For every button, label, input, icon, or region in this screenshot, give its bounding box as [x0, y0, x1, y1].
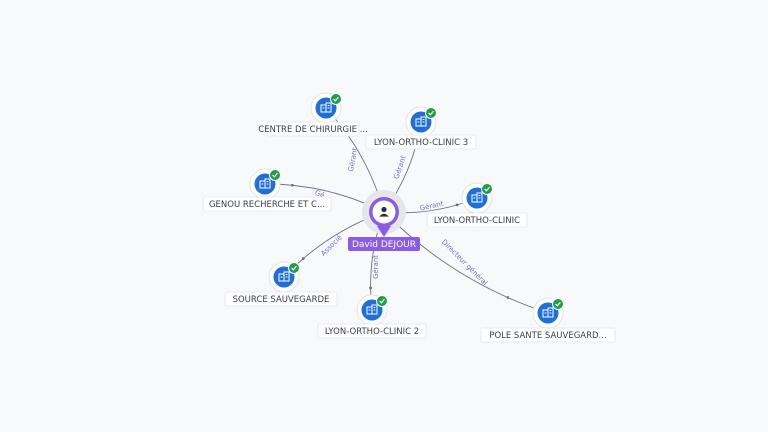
building-icon [366, 304, 378, 315]
company-label-bg [224, 291, 338, 307]
center-person-name: David DEJOUR [352, 240, 416, 250]
company-node[interactable]: LYON-ORTHO-CLINIC 3 [365, 106, 477, 150]
company-node[interactable]: LYON-ORTHO-CLINIC [426, 182, 528, 228]
nodes-layer: CENTRE DE CHIRURGIE ... LYON-ORTHO-CLINIC… [202, 92, 616, 343]
edge-relation-label: Gérant [393, 154, 408, 180]
edge-relation-label: Directeur général [440, 238, 489, 287]
center-person-node[interactable]: David DEJOUR [348, 190, 420, 251]
company-node[interactable]: GENOU RECHERCHE ET C... [202, 168, 332, 212]
edge-arrow-3 [506, 296, 510, 299]
company-node[interactable]: SOURCE SAUVEGARDE [224, 261, 338, 307]
edge-arrow-5 [301, 257, 305, 260]
company-name: LYON-ORTHO-CLINIC 3 [374, 138, 468, 148]
verified-check-icon [481, 183, 493, 195]
edge-3 [383, 211, 549, 314]
verified-check-icon [376, 295, 388, 307]
company-node[interactable]: CENTRE DE CHIRURGIE ... [258, 92, 368, 137]
building-icon [259, 178, 271, 189]
building-icon [542, 307, 554, 318]
company-label-bg [480, 327, 616, 343]
company-name: LYON-ORTHO-CLINIC 2 [325, 327, 419, 337]
verified-check-icon [552, 298, 564, 310]
verified-check-icon [269, 169, 281, 181]
edge-arrow-6 [290, 183, 294, 187]
building-icon [471, 192, 483, 203]
edge-arrow-2 [455, 203, 459, 207]
building-icon [278, 271, 290, 282]
company-name: SOURCE SAUVEGARDE [233, 295, 330, 305]
company-node[interactable]: POLE SANTE SAUVEGARD... [480, 297, 616, 343]
company-label-bg [365, 134, 477, 150]
edge-relation-label: Gérant [347, 147, 359, 172]
center-label-bg [348, 237, 420, 251]
company-label-bg [266, 121, 360, 137]
company-name: POLE SANTE SAUVEGARD... [489, 331, 606, 341]
verified-check-icon [288, 262, 300, 274]
building-icon [415, 116, 427, 127]
edge-relation-label: Gé [314, 189, 326, 200]
building-icon [320, 102, 332, 113]
person-icon [379, 206, 389, 217]
edge-arrow-4 [369, 286, 373, 290]
edge-relation-label: Gérant [372, 255, 380, 279]
company-name: CENTRE DE CHIRURGIE ... [258, 125, 368, 135]
company-label-bg [317, 323, 427, 339]
company-label-bg [426, 212, 528, 228]
company-name: GENOU RECHERCHE ET C... [209, 200, 325, 210]
verified-check-icon [425, 107, 437, 119]
company-node[interactable]: LYON-ORTHO-CLINIC 2 [317, 294, 427, 339]
center-node-pin [377, 226, 391, 237]
verified-check-icon [330, 93, 342, 105]
company-label-bg [202, 196, 332, 212]
company-name: LYON-ORTHO-CLINIC [434, 216, 520, 226]
